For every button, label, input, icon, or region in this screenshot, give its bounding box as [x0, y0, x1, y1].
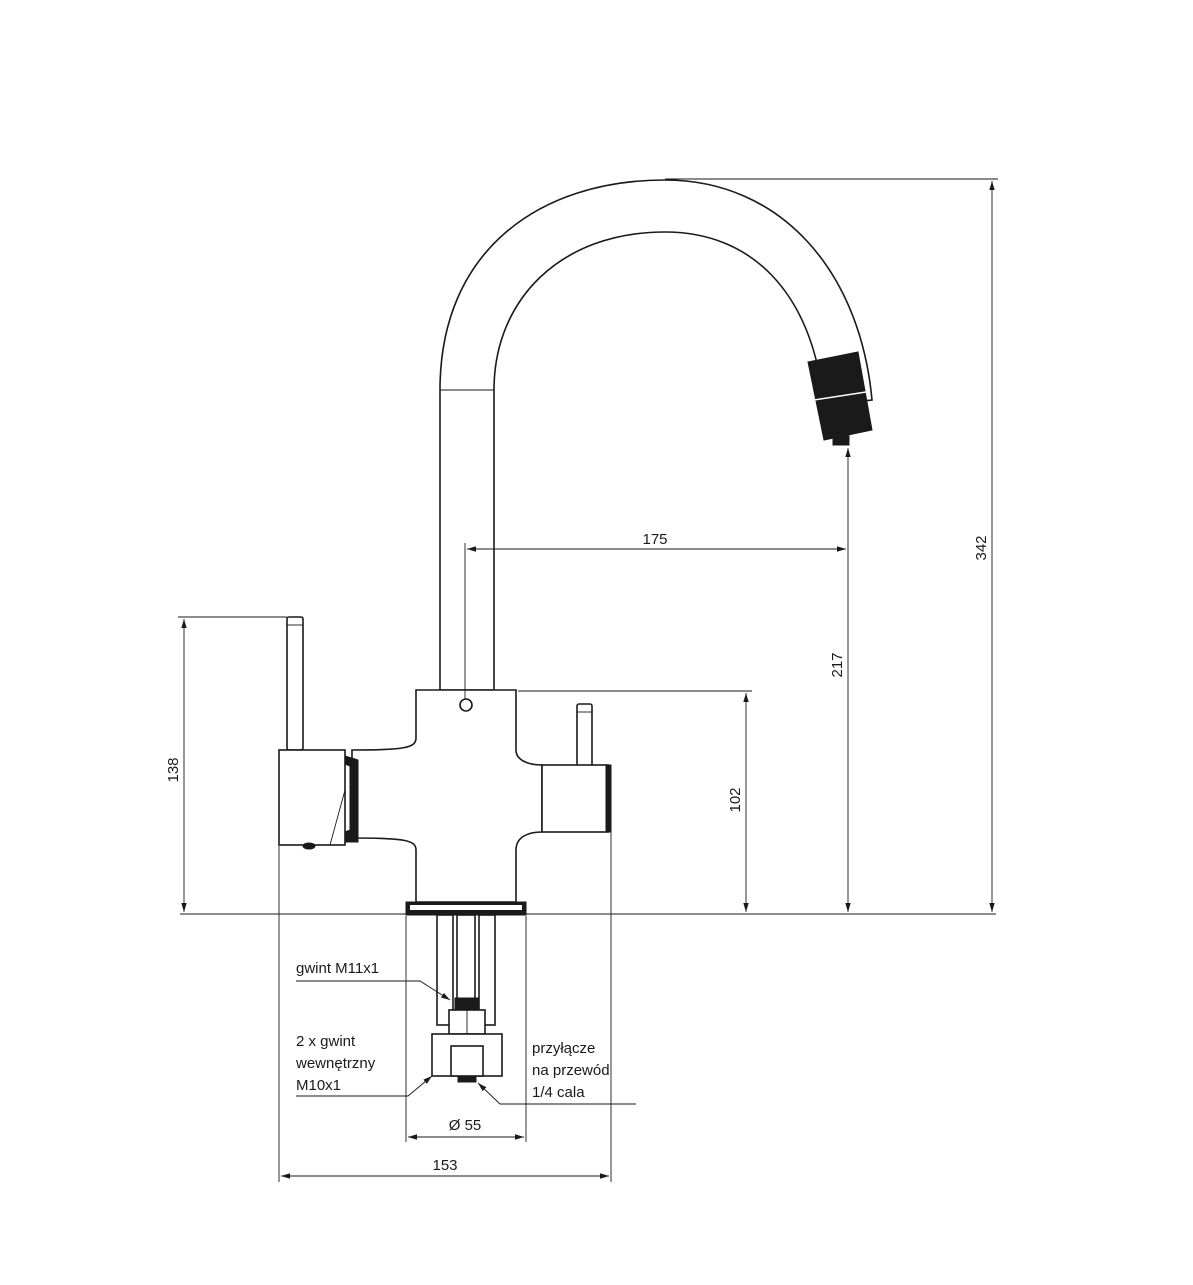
hose-left [436, 914, 454, 1026]
right-handle-housing [541, 764, 609, 833]
aerator-tip [832, 435, 850, 446]
left-lever-stem [286, 616, 304, 751]
callout-thread-internal-3: M10x1 [296, 1077, 341, 1094]
thread-m11-band [454, 997, 480, 1011]
dim-lever-height: 138 [165, 757, 182, 782]
callout-thread-internal-1: 2 x gwint [296, 1033, 356, 1050]
dimensions: 342 217 175 138 102 Ø 55 153 [165, 178, 998, 1182]
dim-spout-reach: 175 [642, 531, 667, 548]
left-handle-housing [278, 749, 346, 846]
connector-tip [457, 1075, 477, 1083]
right-lever-stem [576, 703, 593, 767]
callout-hose-1: przyłącze [532, 1040, 595, 1057]
dim-total-height: 342 [973, 535, 990, 560]
callout-thread-main: gwint M11x1 [296, 960, 379, 977]
dim-spout-height: 217 [829, 652, 846, 677]
right-handle-cap [605, 764, 612, 833]
dim-base-diameter: Ø 55 [449, 1117, 482, 1134]
hose-center [456, 914, 476, 1001]
callout-hose-2: na przewód [532, 1062, 610, 1079]
callout-thread-internal-2: wewnętrzny [295, 1055, 376, 1072]
dim-body-height: 102 [727, 787, 744, 812]
spout-set-screw-icon [459, 698, 473, 712]
hose-right [478, 914, 496, 1026]
callouts: gwint M11x1 2 x gwint wewnętrzny M10x1 p… [295, 960, 636, 1105]
aerator-band [813, 391, 867, 401]
dim-total-width: 153 [432, 1157, 457, 1174]
connector-center [450, 1045, 484, 1077]
spout [439, 179, 873, 691]
base-plate-face [410, 905, 522, 910]
faucet [278, 179, 873, 1083]
left-handle-screw [302, 842, 316, 850]
left-handle-collar [344, 755, 359, 843]
main-body [351, 689, 543, 903]
callout-hose-3: 1/4 cala [532, 1084, 585, 1101]
